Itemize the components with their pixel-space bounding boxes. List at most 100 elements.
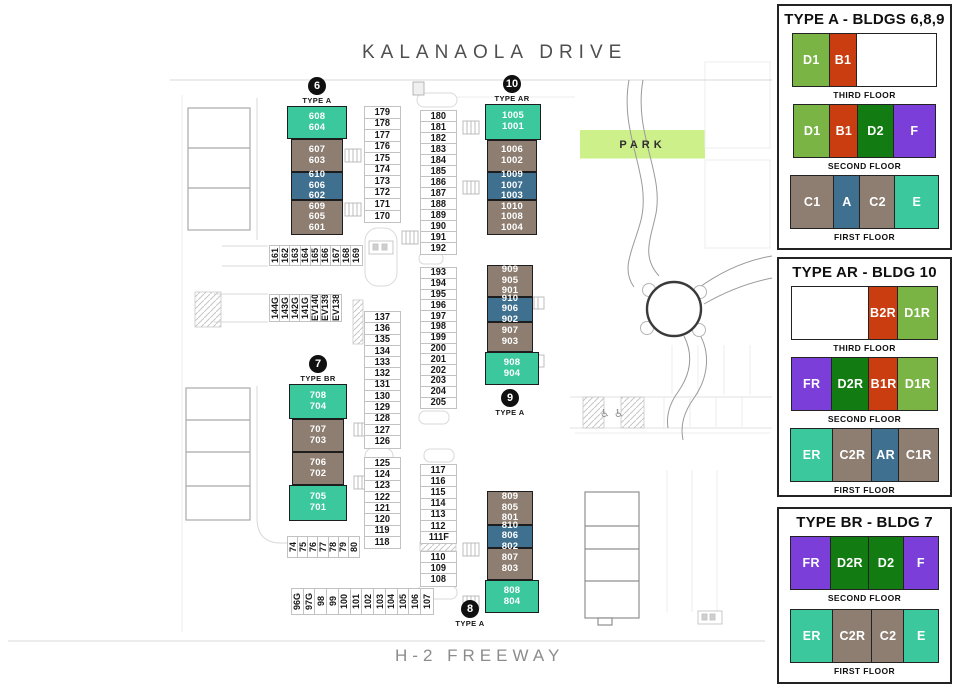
building-6-unit[interactable]: 607 603 xyxy=(291,139,343,172)
stall-number: 100 xyxy=(339,593,350,610)
stall-cell: EV140 xyxy=(311,295,321,321)
stall-number: 113 xyxy=(431,509,446,521)
building-7-unit[interactable]: 706 702 xyxy=(292,452,344,485)
stall-number: 99 xyxy=(327,596,338,607)
building-10-unit[interactable]: 1005 1001 xyxy=(485,104,541,140)
stall-cell: 182 xyxy=(421,133,456,144)
stall-cell: 130 xyxy=(365,391,400,403)
stall-cell: 102 xyxy=(362,589,375,614)
stall-cell: 75 xyxy=(298,537,309,557)
stall-number: 118 xyxy=(375,537,390,549)
stall-cell: 179 xyxy=(365,107,400,119)
building-number-badge: 10 xyxy=(503,75,521,93)
stall-number: 187 xyxy=(430,188,447,199)
stall-number: 135 xyxy=(374,334,391,346)
stall-number: 190 xyxy=(430,221,447,232)
stall-number: 107 xyxy=(421,593,432,610)
stall-number: 102 xyxy=(362,593,373,610)
stall-number: 128 xyxy=(374,413,391,425)
stall-cell: 203 xyxy=(421,376,456,387)
legend-unit-E: E xyxy=(903,609,940,663)
stall-cell: 96G xyxy=(292,589,304,614)
stall-number: 184 xyxy=(430,155,447,166)
building-8-unit[interactable]: 810 806 802 xyxy=(487,520,533,552)
building-8-unit[interactable]: 808 804 xyxy=(485,580,539,613)
stall-number: 133 xyxy=(374,357,391,368)
stall-cell: 132 xyxy=(365,368,400,380)
legend-unit-ER: ER xyxy=(789,428,834,482)
building-7-unit[interactable]: 708 704 xyxy=(289,384,347,419)
building-10-unit[interactable]: 1006 1002 xyxy=(487,140,537,172)
legend-unit-C1R: C1R xyxy=(898,428,940,482)
stall-cell: 99 xyxy=(327,589,339,614)
building-10-unit[interactable]: 1009 1007 1003 xyxy=(487,169,537,201)
stall-number: 189 xyxy=(430,210,447,221)
building-9-unit[interactable]: 909 905 901 xyxy=(487,264,533,297)
stall-cell: 119 xyxy=(365,525,400,538)
building-9-unit[interactable]: 908 904 xyxy=(485,352,539,385)
legend-unit-C2R: C2R xyxy=(831,428,873,482)
building-9-unit[interactable]: 907 903 xyxy=(487,322,533,352)
legend-unit-vacant xyxy=(791,286,870,340)
stall-cell: 78 xyxy=(329,537,339,557)
stall-cell: 176 xyxy=(365,142,400,153)
building-6-unit[interactable]: 609 605 601 xyxy=(291,200,343,235)
stall-number: 199 xyxy=(430,332,447,344)
building-6-unit[interactable]: 610 606 602 xyxy=(291,169,343,201)
stall-number: 125 xyxy=(374,458,391,469)
legend-unit-C2: C2 xyxy=(859,175,897,229)
legend-unit-B1R: B1R xyxy=(868,357,900,411)
building-8-unit[interactable]: 809 805 801 xyxy=(487,491,533,525)
stall-cell: 103 xyxy=(374,589,386,614)
stall-number: 161 xyxy=(270,247,280,264)
stall-number: 205 xyxy=(430,397,447,409)
legend-unit-D2: D2 xyxy=(867,536,905,590)
wheelchair-icon: ♿ xyxy=(600,407,610,420)
stall-number: 201 xyxy=(430,354,447,365)
legend-unit-F: F xyxy=(902,536,939,590)
stall-number: 101 xyxy=(351,593,362,610)
stall-number: 120 xyxy=(374,514,391,526)
building-type-label: TYPE AR xyxy=(494,94,530,103)
stall-number: 115 xyxy=(431,487,446,498)
building-6-unit[interactable]: 608 604 xyxy=(287,106,347,139)
building-7-unit[interactable]: 705 701 xyxy=(289,485,347,521)
stall-cell: 142G xyxy=(290,295,301,321)
building-number-badge: 6 xyxy=(308,77,326,95)
building-7-unit[interactable]: 707 703 xyxy=(292,419,344,452)
building-10-unit[interactable]: 1010 1008 1004 xyxy=(487,200,537,235)
stall-cell: 100 xyxy=(339,589,351,614)
stall-cell: 174 xyxy=(365,165,400,176)
stall-number: 121 xyxy=(374,503,391,514)
stall-number: 196 xyxy=(430,300,447,311)
stall-number: 200 xyxy=(430,343,447,354)
legend-unit-D2: D2 xyxy=(856,104,895,158)
stall-cell: 105 xyxy=(398,589,410,614)
building-8-unit[interactable]: 807 803 xyxy=(487,548,533,580)
stall-cell: 172 xyxy=(365,188,400,199)
stall-number: 119 xyxy=(375,525,390,537)
building-9-unit[interactable]: 910 906 902 xyxy=(487,293,533,325)
legend-unit-FR: FR xyxy=(790,357,833,411)
legend-unit-A: A xyxy=(832,175,861,229)
floor-label: FIRST FLOOR xyxy=(833,485,896,495)
stall-cell: 124 xyxy=(365,469,400,481)
stall-cell: 116 xyxy=(421,476,456,488)
stall-number: 178 xyxy=(374,118,391,130)
stall-number: 197 xyxy=(430,311,447,322)
